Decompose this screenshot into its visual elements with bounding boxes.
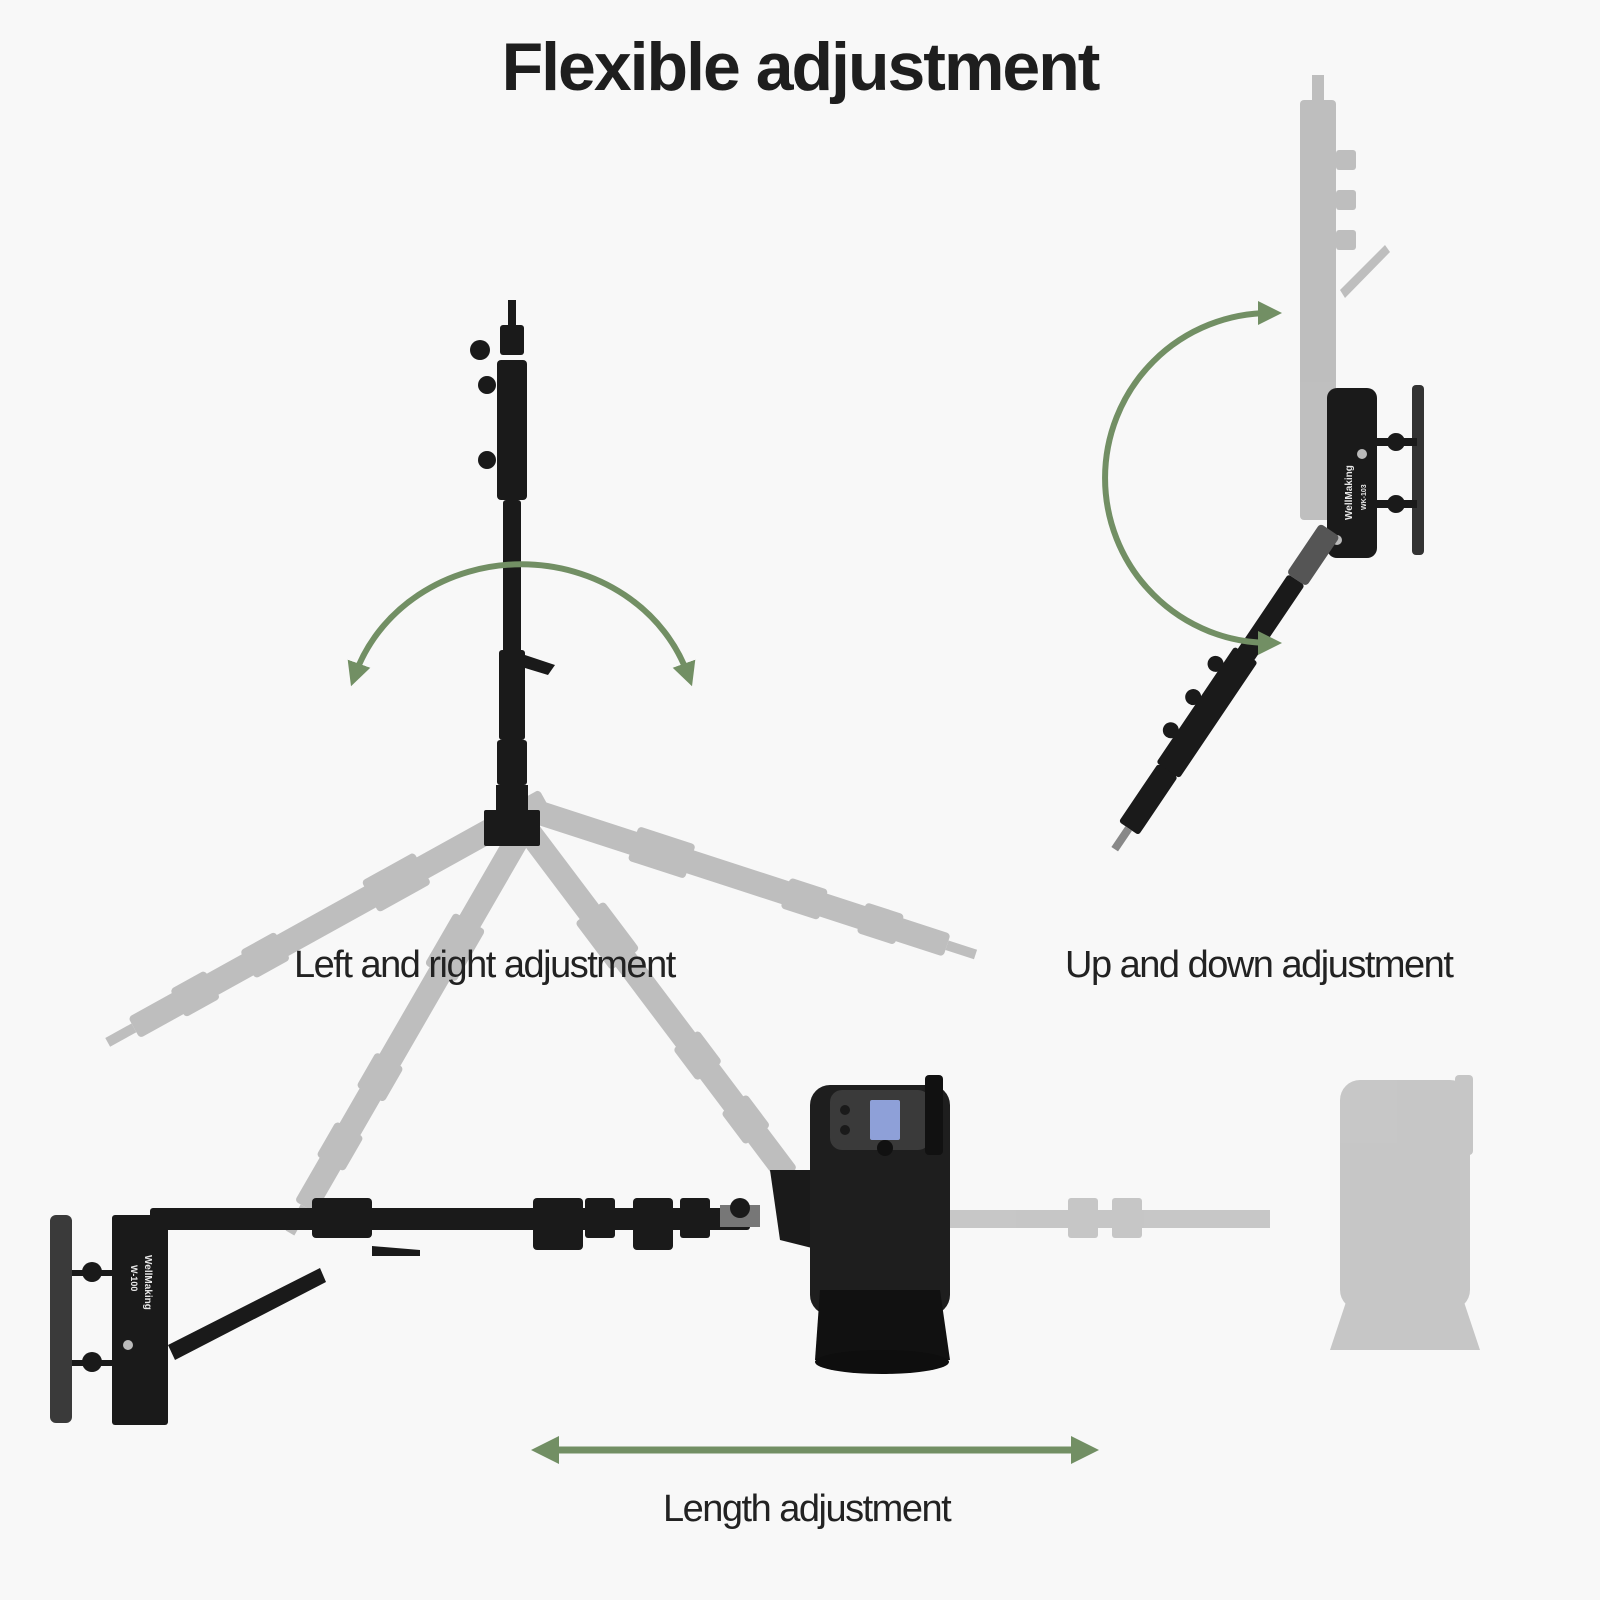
model-label: W-100 — [129, 1265, 139, 1291]
wall-bracket-wk103: WellMaking WK-103 — [1327, 385, 1424, 558]
caption-up-down: Up and down adjustment — [1065, 944, 1454, 986]
caption-length: Length adjustment — [663, 1488, 952, 1530]
brand-label: WellMaking — [1344, 465, 1355, 520]
telescopic-arm — [150, 1198, 760, 1360]
wall-bracket-w100: WellMaking W-100 — [50, 1215, 168, 1425]
rotation-arrow-horizontal — [347, 561, 696, 687]
up-down-stand-group: WellMaking WK-103 — [1111, 75, 1424, 852]
brand-label: WellMaking — [142, 1255, 153, 1310]
studio-strobe-light — [770, 1075, 950, 1374]
vertical-stand — [470, 300, 555, 846]
caption-left-right: Left and right adjustment — [294, 944, 676, 986]
model-label: WK-103 — [1361, 484, 1368, 510]
rotation-arrow-vertical — [1102, 301, 1282, 655]
ghost-extended-light — [930, 1075, 1480, 1350]
length-arm-group: WellMaking W-100 — [50, 1075, 1480, 1425]
page-title: Flexible adjustment — [501, 29, 1101, 105]
